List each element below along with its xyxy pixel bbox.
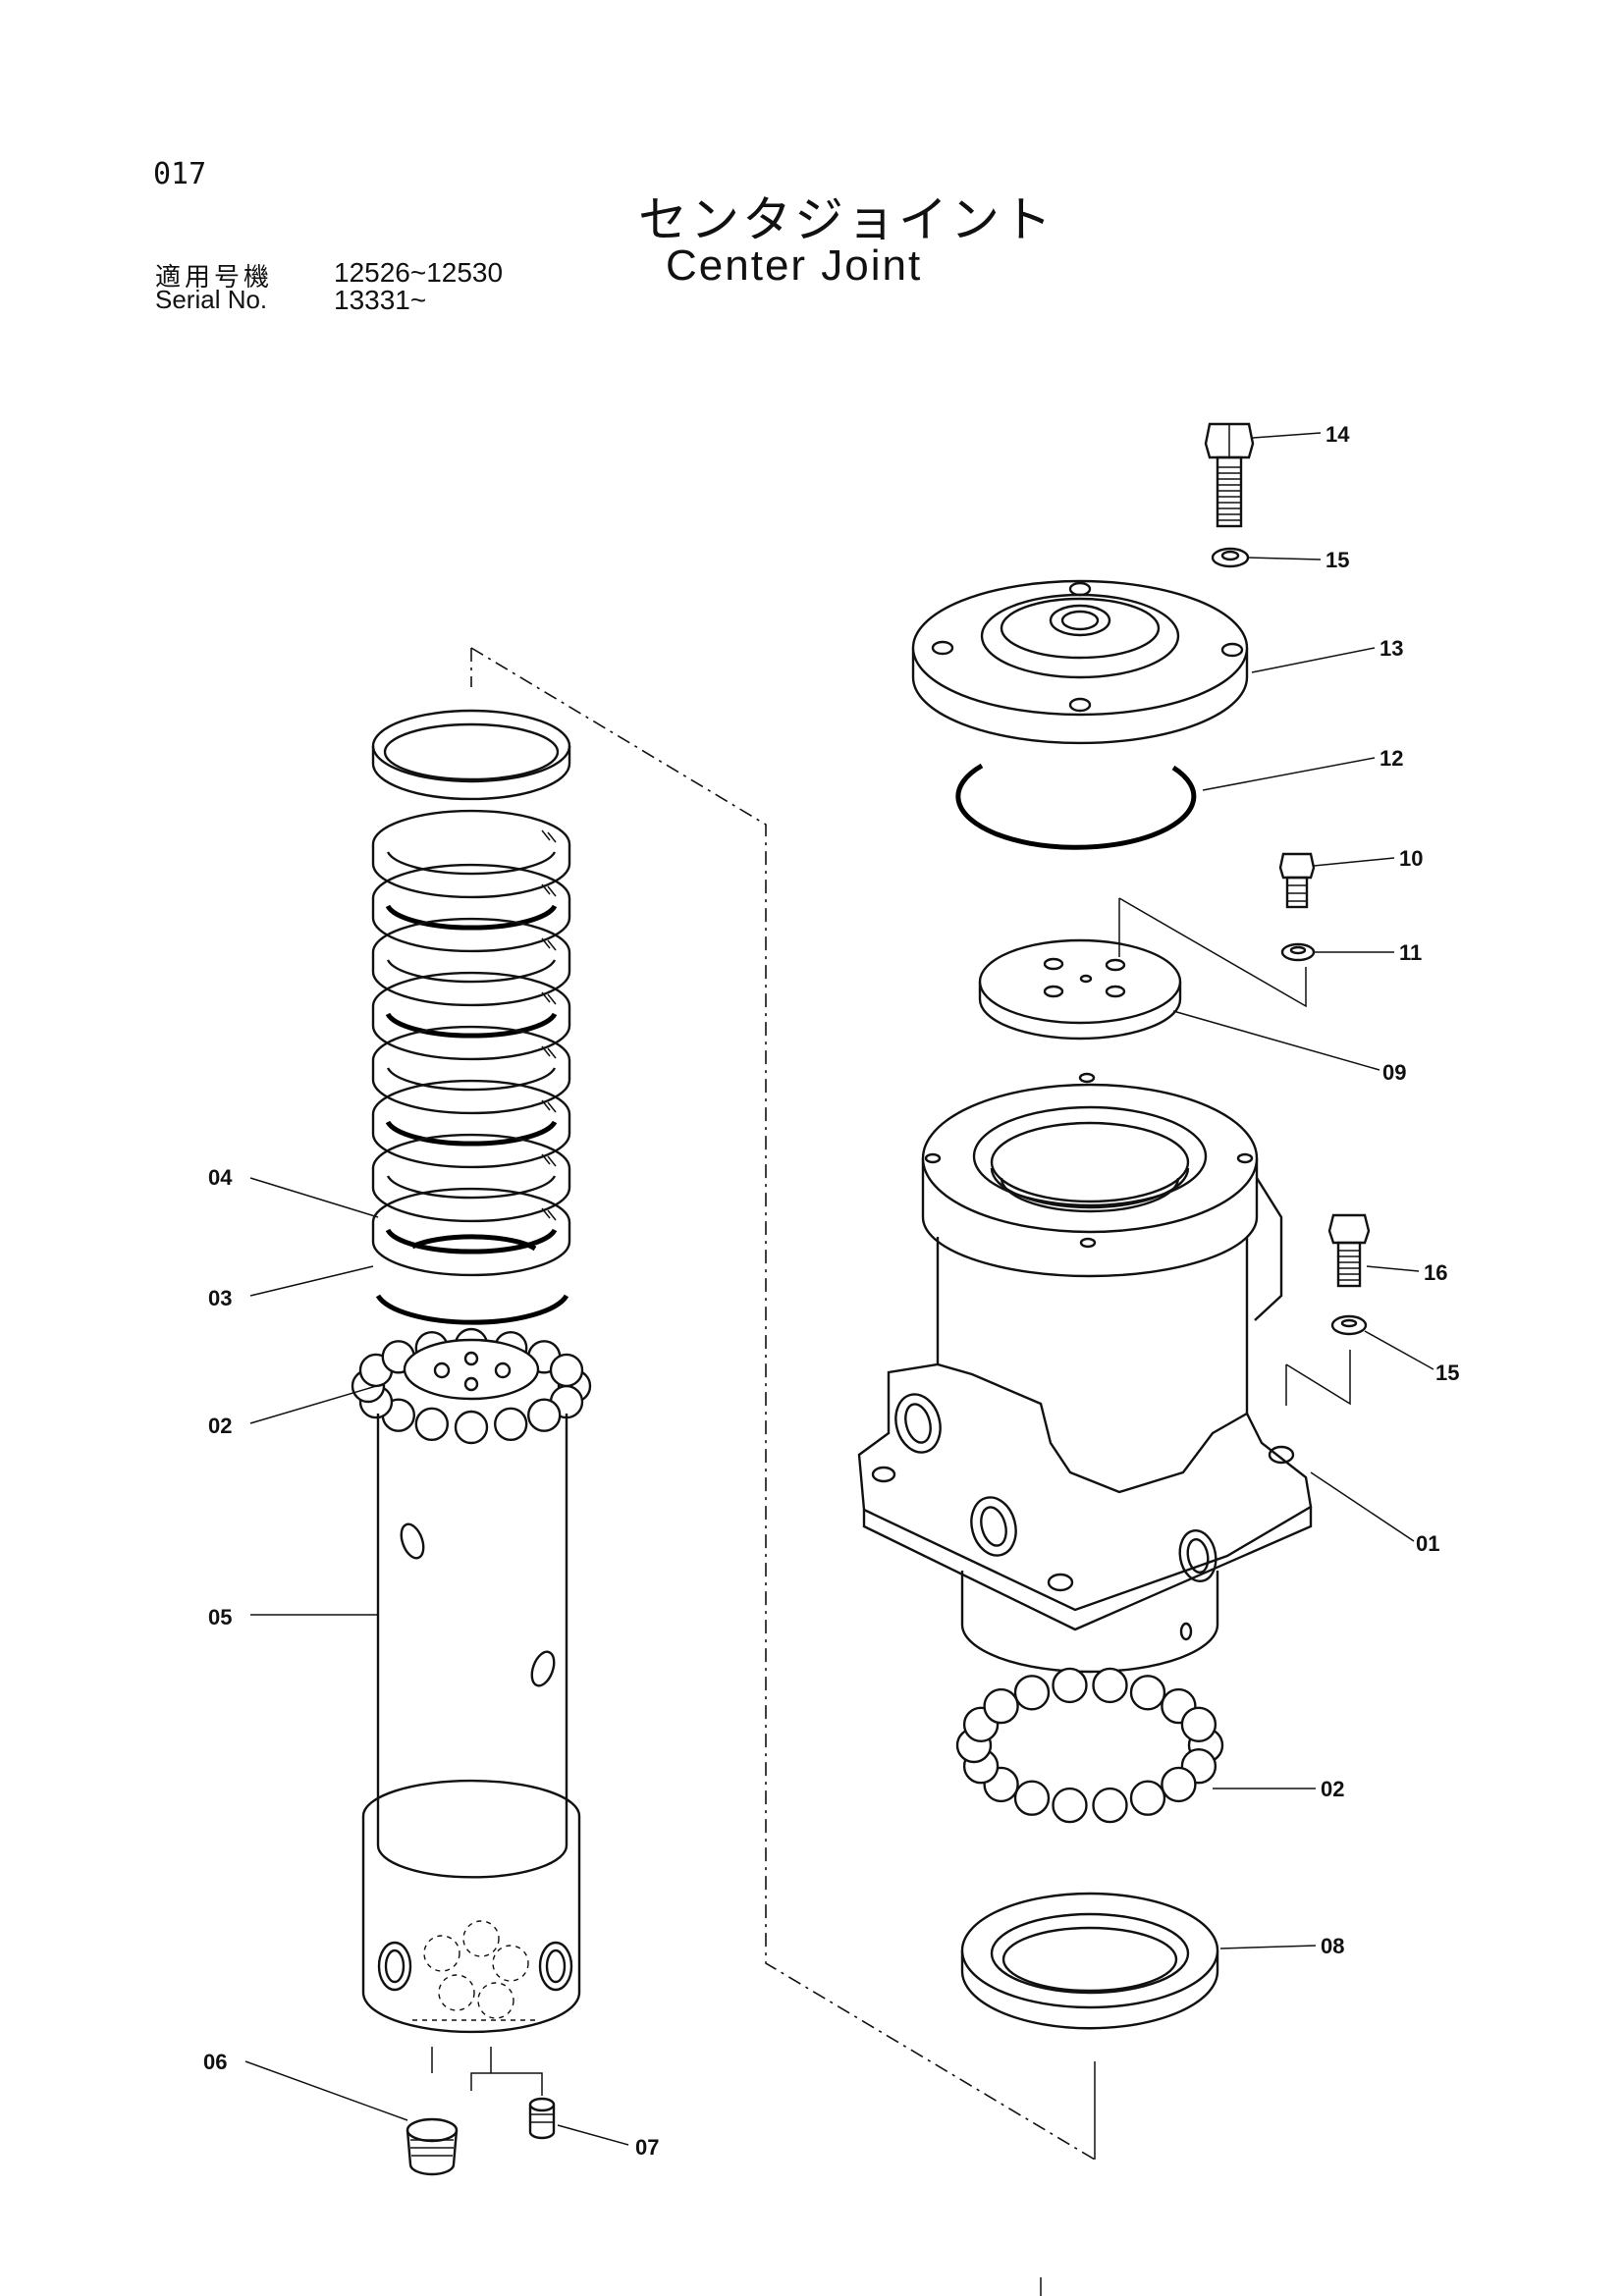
cover-13 — [911, 579, 1249, 745]
washer-15-top — [1211, 547, 1250, 568]
callout-01: 01 — [1416, 1531, 1439, 1556]
callout-06: 06 — [203, 2050, 227, 2074]
plate-09 — [978, 938, 1182, 1041]
callout-11: 11 — [1399, 940, 1422, 965]
title-english: Center Joint — [666, 241, 923, 290]
callout-07: 07 — [635, 2135, 659, 2160]
washer-15-right — [1330, 1314, 1368, 1336]
page-number: 017 — [153, 157, 207, 191]
washer-11 — [1280, 942, 1316, 962]
applicable-models-label: 適用号機 — [155, 263, 274, 293]
oring-12 — [955, 763, 1197, 850]
bolt-14 — [1204, 422, 1255, 528]
spindle-shaft — [361, 1338, 581, 2034]
applicable-models-value: 12526~12530 — [334, 257, 504, 288]
bearing-balls-bottom — [955, 1667, 1224, 1824]
callout-13: 13 — [1380, 636, 1403, 661]
plug-06 — [406, 2117, 459, 2176]
callout-02-right: 02 — [1321, 1777, 1344, 1801]
callout-10: 10 — [1399, 846, 1423, 871]
callout-14: 14 — [1325, 422, 1350, 447]
callout-05: 05 — [208, 1605, 232, 1629]
callout-15-right: 15 — [1435, 1361, 1459, 1385]
seal-rings-stack — [371, 709, 571, 1277]
callout-04: 04 — [208, 1165, 233, 1190]
callout-15-top: 15 — [1325, 548, 1349, 572]
plug-07 — [528, 2097, 556, 2140]
callout-16: 16 — [1424, 1260, 1447, 1285]
title-japanese: センタジョイント — [638, 191, 1055, 248]
callout-03: 03 — [208, 1286, 232, 1310]
oring-03 — [375, 1234, 569, 1325]
bolt-16 — [1327, 1213, 1371, 1288]
housing-01 — [857, 1072, 1313, 1674]
bolt-10 — [1278, 852, 1316, 909]
callout-09: 09 — [1382, 1060, 1406, 1085]
seal-08 — [960, 1892, 1219, 2030]
callout-02-left: 02 — [208, 1414, 232, 1438]
callout-12: 12 — [1380, 746, 1403, 771]
serial-number-label: Serial No. — [155, 285, 268, 314]
callout-08: 08 — [1321, 1934, 1344, 1958]
callout-leaders — [244, 432, 1434, 2146]
serial-number-value: 13331~ — [334, 285, 427, 315]
